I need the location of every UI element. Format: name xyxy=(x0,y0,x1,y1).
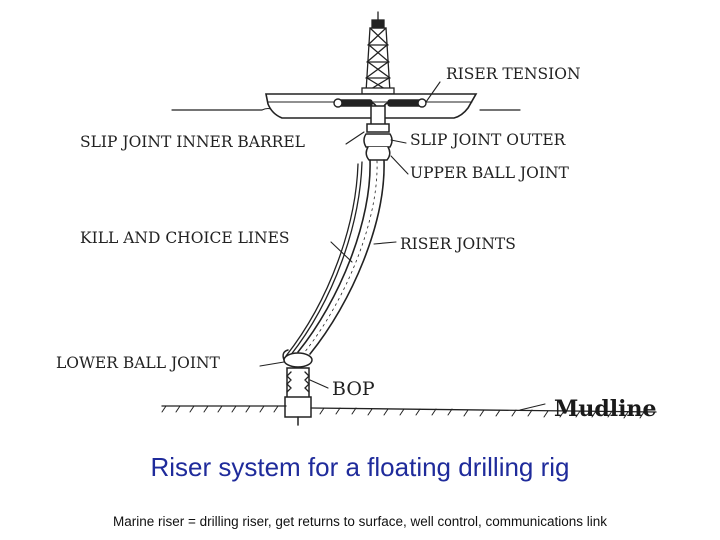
label-slip-joint-inner-barrel: SLIP JOINT INNER BARREL xyxy=(80,133,305,151)
leader-lower-ball-joint xyxy=(259,361,285,367)
riser-pipe xyxy=(297,159,385,355)
leader-bop xyxy=(309,379,329,389)
leader-lines xyxy=(259,81,546,411)
slip-joint-outer xyxy=(363,133,393,161)
mudline-seabed xyxy=(161,405,657,419)
leader-upper-ball-joint xyxy=(390,155,409,175)
leader-riser-tension xyxy=(425,81,441,103)
diagram-caption: Marine riser = drilling riser, get retur… xyxy=(112,514,608,529)
leader-slip-joint-outer xyxy=(390,139,407,144)
leader-mudline xyxy=(519,403,546,411)
lower-ball-joint xyxy=(282,349,313,368)
derrick-tower xyxy=(361,11,395,95)
leader-slip-joint-inner-barrel xyxy=(345,131,365,145)
label-kill-and-choice-lines: KILL AND CHOICE LINES xyxy=(80,229,290,247)
label-slip-joint-outer: SLIP JOINT OUTER xyxy=(410,131,566,149)
diagram-title: Riser system for a floating drilling rig xyxy=(150,452,570,482)
label-riser-tension: RISER TENSION xyxy=(446,65,581,83)
leader-riser-joints xyxy=(373,241,397,245)
label-upper-ball-joint: UPPER BALL JOINT xyxy=(410,164,569,182)
label-mudline: Mudline xyxy=(554,396,657,422)
bop-stack xyxy=(284,367,312,426)
label-riser-joints: RISER JOINTS xyxy=(400,235,516,253)
label-bop: BOP xyxy=(332,378,375,400)
kill-and-choke-lines xyxy=(285,161,363,357)
leader-kill-and-choke-lines xyxy=(330,241,353,263)
slip-joint-inner-barrel xyxy=(366,105,390,133)
label-lower-ball-joint: LOWER BALL JOINT xyxy=(56,354,220,372)
